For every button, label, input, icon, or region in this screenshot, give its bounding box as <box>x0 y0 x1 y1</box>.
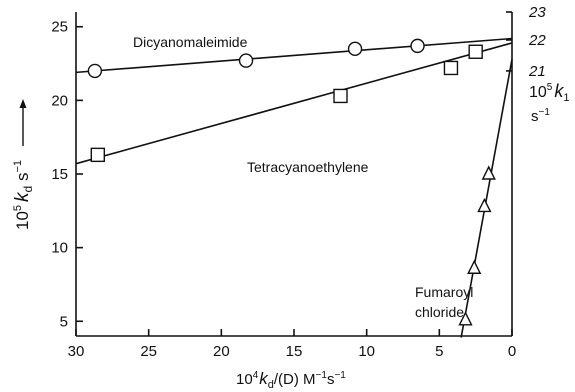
point-s0-3 <box>410 38 425 54</box>
y-tick-label-10: 10 <box>51 240 68 257</box>
fumaroyl-label-line-0: Fumaroyl <box>415 284 473 300</box>
xlabel-unit-s: s <box>327 371 335 388</box>
series-label-fumaroyl-chloride: Fumaroyl chloride <box>415 284 473 320</box>
y-tick-label-20: 20 <box>51 92 68 109</box>
point-s0-0 <box>87 63 103 79</box>
y-tick-label-25: 25 <box>51 19 68 36</box>
y2-tick-label-23: 23 <box>528 4 546 21</box>
point-s2-2 <box>477 197 492 213</box>
y2-tick-label-22: 22 <box>528 32 546 49</box>
fumaroyl-label-line-1: chloride <box>415 304 464 320</box>
data-points <box>87 38 496 326</box>
y2label-exp: 5 <box>547 82 553 93</box>
series-label-tetracyanoethylene: Tetracyanoethylene <box>247 159 369 175</box>
y2label-var: k <box>554 81 564 101</box>
ylabel-exp: 5 <box>12 205 24 211</box>
point-s0-2 <box>347 41 363 57</box>
tick-marks: 30 25 20 15 10 5 0 5 10 15 20 25 23 22 21 <box>51 4 546 360</box>
xlabel-post: /(D) M <box>274 371 316 388</box>
y-axis-label: 105 kd s−1 <box>12 160 35 230</box>
series-label-dicyanomaleimide: Dicyanomaleimide <box>133 34 248 50</box>
y2label-unit-exp: −1 <box>539 107 551 118</box>
y-axis-arrow <box>19 99 27 146</box>
point-s0-1 <box>238 53 254 68</box>
y2label-sub: 1 <box>563 92 569 104</box>
xlabel-pre: 10 <box>236 371 253 388</box>
xlabel-var: k <box>259 369 269 388</box>
ylabel-var: k <box>12 191 33 202</box>
point-s2-3 <box>481 165 496 180</box>
ylabel-post: s <box>13 173 32 186</box>
y-tick-label-15: 15 <box>51 166 68 183</box>
x-tick-label-30: 30 <box>68 343 85 360</box>
y2label-pre: 10 <box>529 84 547 101</box>
ylabel-sub: d <box>21 186 35 193</box>
fit-lines <box>75 37 513 338</box>
x-tick-label-15: 15 <box>286 343 303 360</box>
x-tick-label-10: 10 <box>358 343 375 360</box>
ylabel-unit-exp: −1 <box>12 160 24 173</box>
point-s1-1 <box>333 88 348 104</box>
svg-text:s−1: s−1 <box>531 107 550 125</box>
xlabel-exp: 4 <box>253 370 259 381</box>
x-tick-label-5: 5 <box>435 343 443 360</box>
text-labels: Dicyanomaleimide Tetracyanoethylene Fuma… <box>12 34 569 391</box>
fit-line-1 <box>75 42 513 165</box>
x-axis-label: 104kd/(D) M−1s−1 <box>236 369 346 391</box>
xlabel-unit-exp1: −1 <box>316 370 328 381</box>
point-s2-0 <box>458 311 473 326</box>
x-tick-label-25: 25 <box>140 343 157 360</box>
svg-text:105kd s−1: 105 kd s−1 <box>12 160 35 230</box>
y2-tick-label-21: 21 <box>528 63 546 80</box>
point-s1-0 <box>90 147 106 163</box>
y2label-unit-s: s <box>531 108 539 125</box>
point-s1-2 <box>443 60 459 76</box>
x-tick-label-0: 0 <box>508 343 516 360</box>
y-tick-label-5: 5 <box>60 313 68 330</box>
x-tick-label-20: 20 <box>213 343 230 360</box>
xlabel-unit-exp2: −1 <box>334 370 346 381</box>
fit-line-0 <box>75 37 513 74</box>
xlabel-sub: d <box>268 379 274 391</box>
point-s2-1 <box>467 259 482 274</box>
point-s1-3 <box>468 44 483 59</box>
fit-line-2 <box>460 58 513 338</box>
ylabel-pre: 10 <box>13 211 32 230</box>
